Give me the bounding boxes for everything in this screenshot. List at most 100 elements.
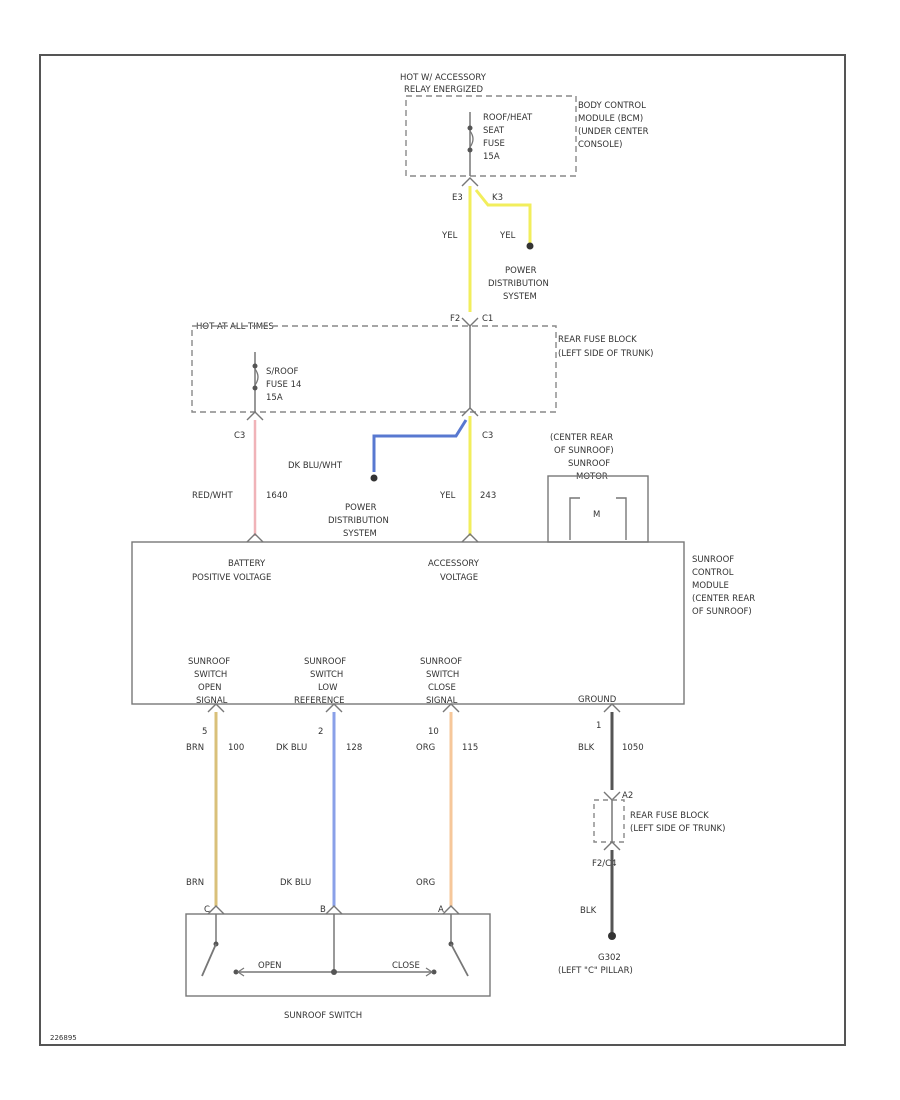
bcm-pin-k3: K3 [492, 193, 503, 203]
wire-circuit-1640: 1640 [266, 491, 288, 501]
ground-block-line2: (LEFT SIDE OF TRUNK) [630, 824, 725, 834]
wire-label-dk-blu: DK BLU [276, 743, 307, 753]
bcm-fuse-terminal-top [467, 125, 473, 131]
module-conn-close-icon [442, 703, 460, 713]
splice-dot-mid-pds [370, 474, 378, 482]
open-signal-line1: SUNROOF [188, 657, 230, 667]
ground-pin-f2-c4: F2/C4 [592, 859, 617, 869]
top-header-line2: RELAY ENERGIZED [404, 85, 484, 95]
top-header-line1: HOT W/ ACCESSORY [400, 73, 487, 83]
wire-label-brn: BRN [186, 743, 204, 753]
switch-close-blade [450, 943, 469, 977]
bcm-fuse-line4: 15A [483, 152, 500, 162]
rear-fuse-bottom-connector-right-icon [461, 407, 479, 417]
low-ref-line4: REFERENCE [294, 696, 344, 706]
wire-label-red-wht: RED/WHT [192, 491, 233, 501]
bcm-label-line1: BODY CONTROL [578, 101, 646, 111]
switch-common-junction [331, 969, 337, 975]
ground-pin-a2: A2 [622, 791, 633, 801]
switch-pin-a: A [438, 905, 444, 915]
rear-fuse-dashed-box [191, 325, 557, 413]
module-accessory-line2: VOLTAGE [440, 573, 478, 583]
low-ref-line3: LOW [318, 683, 338, 693]
switch-close-label: CLOSE [392, 961, 420, 971]
sroof-fuse-line1: S/ROOF [266, 367, 299, 377]
ground-block-line1: REAR FUSE BLOCK [630, 811, 709, 821]
sunroof-switch-box [185, 913, 491, 997]
wire-dk-blu-wht [372, 419, 468, 472]
bcm-pin-e3: E3 [452, 193, 463, 203]
pin-low: 2 [318, 727, 323, 737]
motor-bracket-left [569, 497, 580, 540]
wire-circuit-100: 100 [228, 743, 244, 753]
switch-conn-c-icon [207, 905, 225, 915]
module-battery-line2: POSITIVE VOLTAGE [192, 573, 271, 583]
module-conn-accessory-icon [461, 533, 479, 543]
close-signal-line2: SWITCH [426, 670, 459, 680]
rear-fuse-top-connector-icon [461, 317, 479, 327]
rear-fuse-pin-f2: F2 [450, 314, 460, 324]
module-conn-ground-icon [603, 703, 621, 713]
ground-location: (LEFT "C" PILLAR) [558, 966, 633, 976]
switch-name: SUNROOF SWITCH [284, 1011, 362, 1021]
switch-open-label: OPEN [258, 961, 282, 971]
close-signal-line4: SIGNAL [426, 696, 458, 706]
switch-conn-b-icon [325, 905, 343, 915]
sroof-fuse-terminal-top [252, 363, 258, 369]
low-ref-line2: SWITCH [310, 670, 343, 680]
diagram-frame [39, 54, 846, 1046]
close-signal-line3: CLOSE [428, 683, 456, 693]
switch-pin-c: C [204, 905, 210, 915]
bcm-label-line3: (UNDER CENTER [578, 127, 649, 137]
wire-circuit-128: 128 [346, 743, 362, 753]
pds-top-line2: DISTRIBUTION [488, 279, 549, 289]
bcm-fuse-line1: ROOF/HEAT [483, 113, 533, 123]
wire-label-yel-lower: YEL [439, 491, 456, 501]
module-battery-line1: BATTERY [228, 559, 266, 569]
motor-line4: MOTOR [576, 472, 608, 482]
wire-label-org: ORG [416, 743, 435, 753]
rear-fuse-pin-c1: C1 [482, 314, 493, 324]
rear-fuse-block-line2: (LEFT SIDE OF TRUNK) [558, 349, 653, 359]
wire-label-blk: BLK [578, 743, 595, 753]
sroof-fuse-line3: 15A [266, 393, 283, 403]
close-signal-line1: SUNROOF [420, 657, 462, 667]
low-ref-line1: SUNROOF [304, 657, 346, 667]
footer-code: 226895 [50, 1034, 77, 1042]
switch-arrow-close-icon [425, 967, 434, 977]
switch-open-blade [201, 943, 217, 977]
rear-fuse-pin-c3-right: C3 [482, 431, 493, 441]
open-signal-line3: OPEN [198, 683, 222, 693]
motor-box [547, 475, 649, 543]
rear-fuse-block-line1: REAR FUSE BLOCK [558, 335, 637, 345]
wire-label-brn-bottom: BRN [186, 878, 204, 888]
wire-circuit-115: 115 [462, 743, 478, 753]
pds-top-line1: POWER [505, 266, 537, 276]
wire-label-dk-blu-bottom: DK BLU [280, 878, 311, 888]
wire-label-yel-right: YEL [499, 231, 516, 241]
module-conn-open-icon [207, 703, 225, 713]
switch-contact-open [233, 969, 239, 975]
ground-point-icon [608, 932, 616, 940]
wire-label-blk-bottom: BLK [580, 906, 597, 916]
module-name-line2: CONTROL [692, 568, 734, 578]
bcm-fuse-element-icon [469, 130, 474, 148]
pds-mid-line3: SYSTEM [343, 529, 377, 539]
module-name-line5: OF SUNROOF) [692, 607, 752, 617]
pin-open: 5 [202, 727, 207, 737]
module-name-line4: (CENTER REAR [692, 594, 755, 604]
module-conn-battery-icon [246, 533, 264, 543]
ground-fuse-dashed-box [593, 799, 625, 843]
motor-line3: SUNROOF [568, 459, 610, 469]
wire-circuit-1050: 1050 [622, 743, 644, 753]
ground-fuse-connector-top-icon [603, 791, 621, 801]
rear-fuse-bottom-connector-left-icon [246, 411, 264, 421]
sroof-fuse-element-icon [254, 368, 259, 386]
bcm-fuse-line3: FUSE [483, 139, 505, 149]
module-accessory-line1: ACCESSORY [428, 559, 480, 569]
module-name-line3: MODULE [692, 581, 729, 591]
rear-fuse-pin-c3-left: C3 [234, 431, 245, 441]
pin-ground: 1 [596, 721, 601, 731]
bcm-fuse-line2: SEAT [483, 126, 505, 136]
